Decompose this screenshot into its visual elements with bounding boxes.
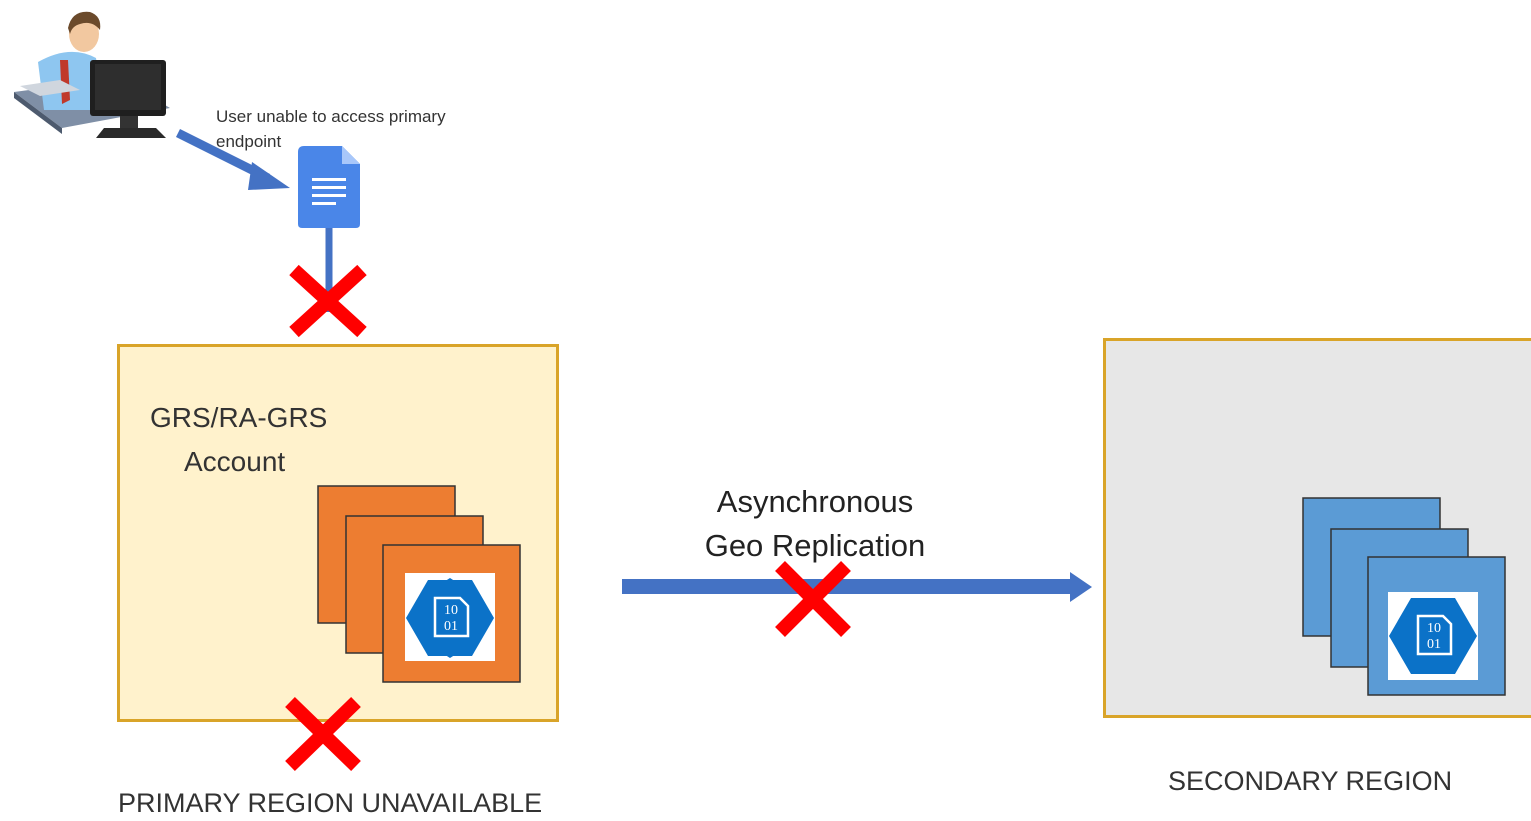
user-at-computer-icon: [14, 11, 170, 138]
blob-icon-text-bottom: 01: [444, 619, 458, 634]
replication-arrow: [622, 572, 1092, 602]
blob-storage-icon: 10 01: [1389, 598, 1477, 674]
account-title: GRS/RA-GRS Account: [150, 396, 350, 484]
replication-label-line2: Geo Replication: [704, 528, 926, 563]
failure-x-icon: [285, 696, 361, 772]
failure-x-icon: [775, 561, 851, 637]
account-title-line1: GRS/RA-GRS: [150, 402, 328, 433]
blob-storage-icon: 10 01: [406, 578, 494, 658]
blob-icon-text-top: 10: [444, 603, 458, 618]
primary-region-label: PRIMARY REGION UNAVAILABLE: [118, 788, 543, 818]
secondary-region-label: SECONDARY REGION: [1168, 766, 1453, 796]
document-icon: [298, 146, 360, 228]
replication-label-line1: Asynchronous: [716, 484, 914, 519]
blob-icon-text-bottom: 01: [1427, 637, 1441, 652]
primary-storage-stack: 10 01: [317, 485, 521, 683]
replication-label: Asynchronous Geo Replication: [660, 480, 970, 568]
failure-x-icon: [289, 264, 367, 338]
user-error-label: User unable to access primary endpoint: [216, 107, 446, 151]
user-request-arrow: [175, 128, 290, 190]
blob-icon-text-top: 10: [1427, 621, 1441, 636]
account-title-line2: Account: [184, 446, 286, 477]
secondary-storage-stack: 10 01: [1302, 497, 1506, 696]
